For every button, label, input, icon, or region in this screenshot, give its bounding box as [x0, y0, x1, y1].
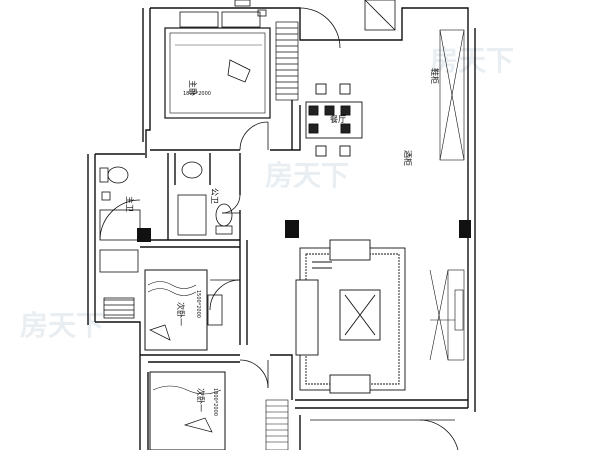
master-bed	[164, 11, 271, 119]
watermark-3: 房天下	[20, 309, 104, 342]
right-cabinets	[429, 29, 465, 361]
master-bath-fixtures	[99, 166, 141, 319]
master-bed-size: 1800*2000	[183, 91, 211, 97]
watermark-2: 房天下	[265, 159, 349, 192]
second-bed-1	[144, 269, 223, 351]
shoe-cabinet-label: 鞋柜	[430, 68, 440, 84]
column-3	[137, 228, 151, 242]
second-wardrobes	[265, 399, 289, 450]
second-bed-2-size: 1800*2000	[212, 388, 218, 416]
second-bed-1-size: 1500*2000	[195, 290, 201, 318]
second-bed-2	[149, 371, 226, 450]
living-sofa-set	[295, 239, 406, 394]
tv-cabinet	[430, 289, 464, 331]
bottom-balcony	[310, 419, 459, 450]
balcony-fixture	[234, 0, 396, 31]
wine-cabinet-label: 酒柜	[403, 150, 413, 166]
watermark-1: 房天下	[430, 44, 514, 77]
master-bedroom-label: 主卧	[188, 80, 198, 96]
second-bedroom-2-label: 次卧一	[196, 388, 206, 412]
master-bath-label: 主卫	[125, 196, 135, 212]
second-bedroom-1-label: 次卧一	[176, 302, 186, 326]
master-wardrobe	[275, 21, 299, 101]
public-bath-fixtures	[177, 161, 233, 236]
door-swings	[209, 7, 341, 389]
dining-table	[305, 83, 363, 157]
column-1	[285, 220, 299, 238]
column-2	[459, 220, 471, 238]
public-bath-label: 公卫	[210, 188, 219, 204]
dining-label: 餐厅	[330, 115, 346, 124]
